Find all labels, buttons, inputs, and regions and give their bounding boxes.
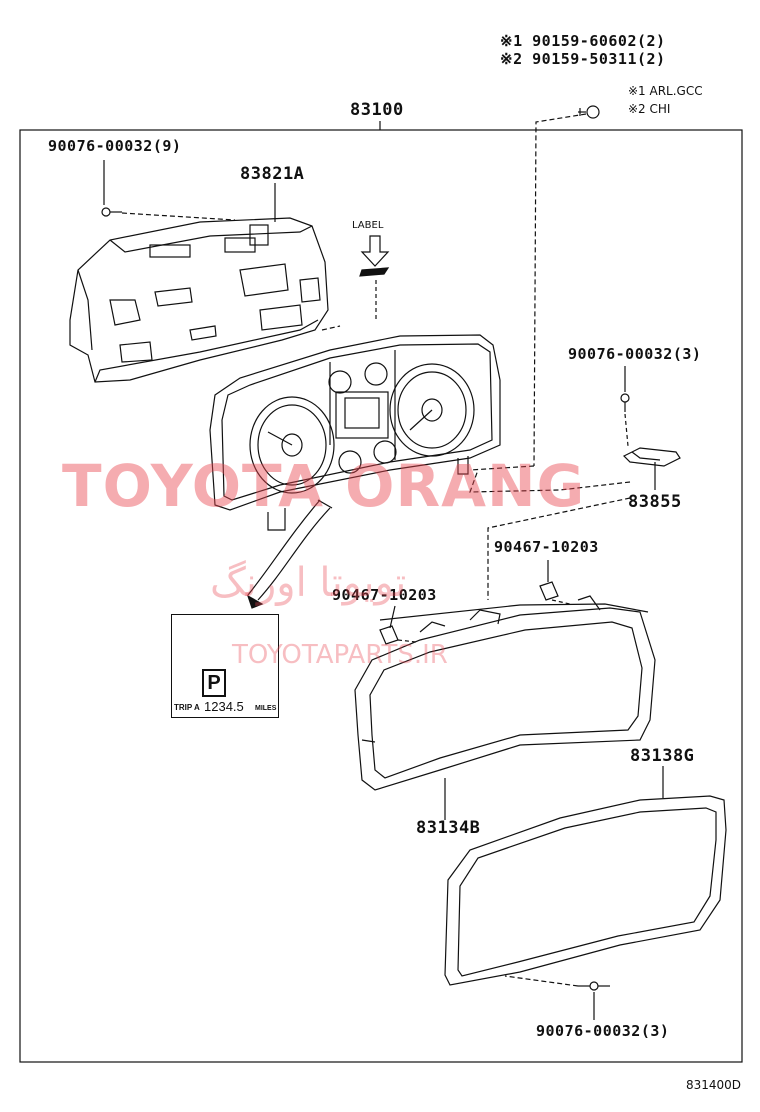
- label-callout: LABEL: [352, 220, 384, 231]
- bolt-part-2: ※2 90159-50311(2): [500, 50, 666, 68]
- display-inset: P TRIP A 1234.5 MILES: [171, 614, 279, 718]
- gear-indicator: P: [202, 669, 226, 697]
- assembly-number: 83100: [350, 100, 404, 120]
- assembly-frame: [19, 129, 743, 1063]
- note-1: ※1 ARL.GCC: [628, 84, 703, 98]
- clip-lower: [379, 625, 399, 645]
- bolt-part-1: ※1 90159-60602(2): [500, 32, 666, 50]
- screw-right: [620, 366, 630, 412]
- screw-top-label: 90076-00032(9): [48, 137, 182, 155]
- lens-label: 83134B: [416, 818, 481, 838]
- screw-bottom: [578, 981, 610, 991]
- clip-lower-label: 90467-10203: [332, 586, 437, 604]
- trip-value: 1234.5: [204, 699, 244, 714]
- glass-83138G: [444, 795, 727, 986]
- diagram-code: 831400D: [686, 1078, 742, 1092]
- screw-top-left: [101, 160, 122, 217]
- clip-upper-label: 90467-10203: [494, 538, 599, 556]
- housing-83821A: [69, 217, 329, 383]
- screw-bottom-label: 90076-00032(3): [536, 1022, 670, 1040]
- glass-label: 83138G: [630, 746, 695, 766]
- combination-meter: [209, 334, 501, 531]
- inset-arrow: [257, 507, 331, 601]
- connector-83855: [622, 447, 681, 467]
- label-arrow: [359, 235, 390, 320]
- clip-upper: [539, 560, 559, 601]
- screw-right-label: 90076-00032(3): [568, 345, 702, 363]
- trip-label: TRIP A: [174, 703, 200, 712]
- note-2: ※2 CHI: [628, 102, 671, 116]
- bolt-top-right: [578, 105, 600, 119]
- connector-label: 83855: [628, 492, 682, 512]
- housing-label: 83821A: [240, 164, 305, 184]
- trip-unit: MILES: [255, 705, 277, 712]
- lens-83134B: [354, 595, 656, 791]
